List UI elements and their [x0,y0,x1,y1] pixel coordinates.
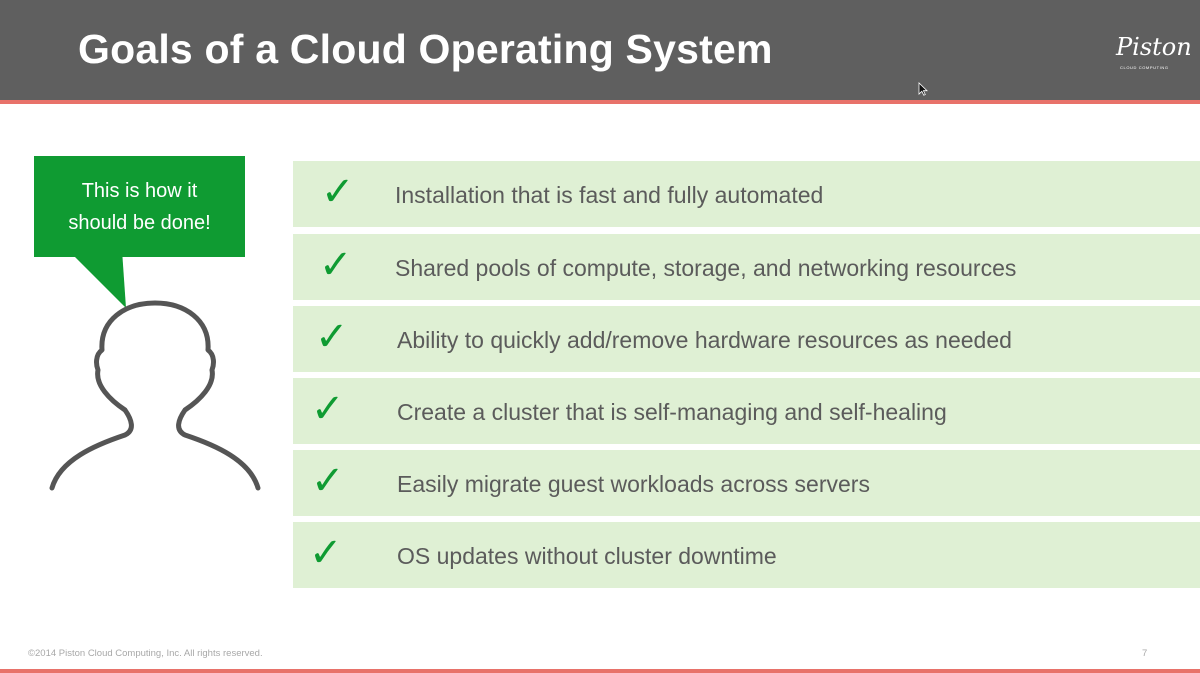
piston-logo: Piston CLOUD COMPUTING [1110,34,1192,74]
person-outline-icon [49,300,261,491]
check-icon: ✓ [319,243,353,287]
check-icon: ✓ [315,315,349,359]
goal-item: ✓ Easily migrate guest workloads across … [293,450,1200,516]
goal-item: ✓ OS updates without cluster downtime [293,522,1200,588]
header-divider [0,100,1200,104]
goal-item: ✓ Ability to quickly add/remove hardware… [293,306,1200,372]
footer-divider [0,669,1200,673]
goal-item-label: Create a cluster that is self-managing a… [397,399,947,425]
goal-item: ✓ Create a cluster that is self-managing… [293,378,1200,444]
logo-wordmark: Piston [1116,33,1192,61]
speech-bubble-text: This is how it should be done! [68,179,211,234]
slide-header: Goals of a Cloud Operating System Piston… [0,0,1200,100]
check-icon: ✓ [309,531,343,575]
copyright-notice: ©2014 Piston Cloud Computing, Inc. All r… [28,648,263,659]
goal-item: ✓ Installation that is fast and fully au… [293,161,1200,227]
check-icon: ✓ [321,170,355,214]
goal-item-label: Ability to quickly add/remove hardware r… [397,327,1012,353]
slide-title: Goals of a Cloud Operating System [78,26,773,72]
goal-item: ✓ Shared pools of compute, storage, and … [293,234,1200,300]
goal-item-label: Installation that is fast and fully auto… [395,182,824,208]
check-icon: ✓ [311,387,345,431]
mouse-pointer-icon [918,82,928,96]
logo-tagline: CLOUD COMPUTING [1120,65,1169,70]
goal-item-label: OS updates without cluster downtime [397,543,777,569]
speech-bubble: This is how it should be done! [34,156,245,257]
check-icon: ✓ [311,459,345,503]
page-number: 7 [1142,648,1148,659]
goal-item-label: Easily migrate guest workloads across se… [397,471,870,497]
speech-bubble-tail [68,250,126,308]
goal-item-label: Shared pools of compute, storage, and ne… [395,255,1017,281]
